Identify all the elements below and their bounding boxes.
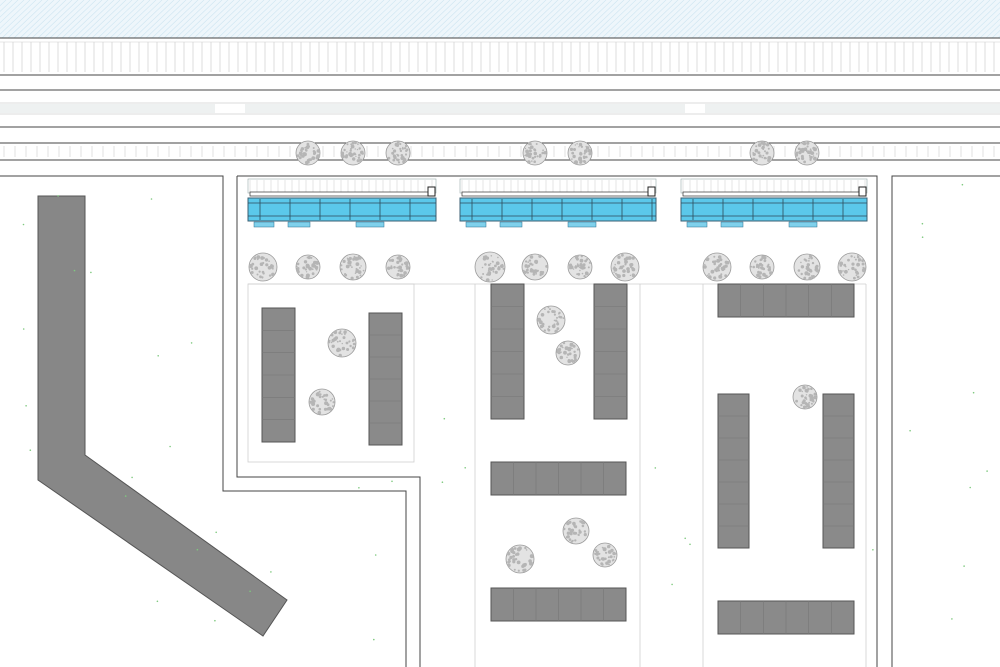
covered-walkway-3 <box>680 178 868 228</box>
tree-canopy-icon <box>536 305 566 335</box>
water-area <box>0 0 1000 39</box>
covered-walkways <box>247 178 868 228</box>
tree-canopy-icon <box>562 517 590 545</box>
tree-canopy-icon <box>567 140 593 166</box>
main-road <box>0 89 1000 128</box>
tree-canopy-icon <box>792 384 818 410</box>
tree-canopy-icon <box>592 542 618 568</box>
tree-canopy-icon <box>521 253 549 281</box>
tree-canopy-icon <box>248 252 278 282</box>
parking-blocks <box>261 283 855 635</box>
parking-block-7 <box>717 283 855 318</box>
parking-block-2 <box>368 312 403 446</box>
tree-canopy-icon <box>340 140 366 166</box>
tree-canopy-icon <box>339 253 367 281</box>
long-building <box>37 195 288 637</box>
covered-walkway-2 <box>459 178 657 228</box>
tree-canopy-icon <box>567 254 593 280</box>
tree-canopy-icon <box>794 140 820 166</box>
parking-block-3 <box>490 283 525 420</box>
tree-canopy-icon <box>749 140 775 166</box>
tree-canopy-icon <box>837 252 867 282</box>
tree-canopy-icon <box>385 140 411 166</box>
parking-block-10 <box>717 600 855 635</box>
road-band-upper <box>0 37 1000 76</box>
parking-block-4 <box>593 283 628 420</box>
tree-canopy-icon <box>793 253 821 281</box>
tree-canopy-icon <box>522 140 548 166</box>
parking-block-1 <box>261 307 296 443</box>
parking-block-6 <box>490 587 627 622</box>
tree-canopy-icon <box>295 140 321 166</box>
tree-canopy-icon <box>295 254 321 280</box>
trees <box>248 140 867 574</box>
parking-block-9 <box>822 393 855 549</box>
site-boundary <box>0 175 1000 667</box>
tree-canopy-icon <box>555 340 581 366</box>
tree-canopy-icon <box>610 252 640 282</box>
parking-block-8 <box>717 393 750 549</box>
tree-canopy-icon <box>702 252 732 282</box>
tree-canopy-icon <box>749 254 775 280</box>
tree-canopy-icon <box>308 388 336 416</box>
parking-block-5 <box>490 461 627 496</box>
tree-canopy-icon <box>385 254 411 280</box>
tree-canopy-icon <box>505 544 535 574</box>
covered-walkway-1 <box>247 178 437 228</box>
tree-canopy-icon <box>474 251 506 283</box>
tree-canopy-icon <box>327 328 357 358</box>
grass-dots <box>22 183 988 641</box>
sidewalk-band <box>0 142 1000 161</box>
